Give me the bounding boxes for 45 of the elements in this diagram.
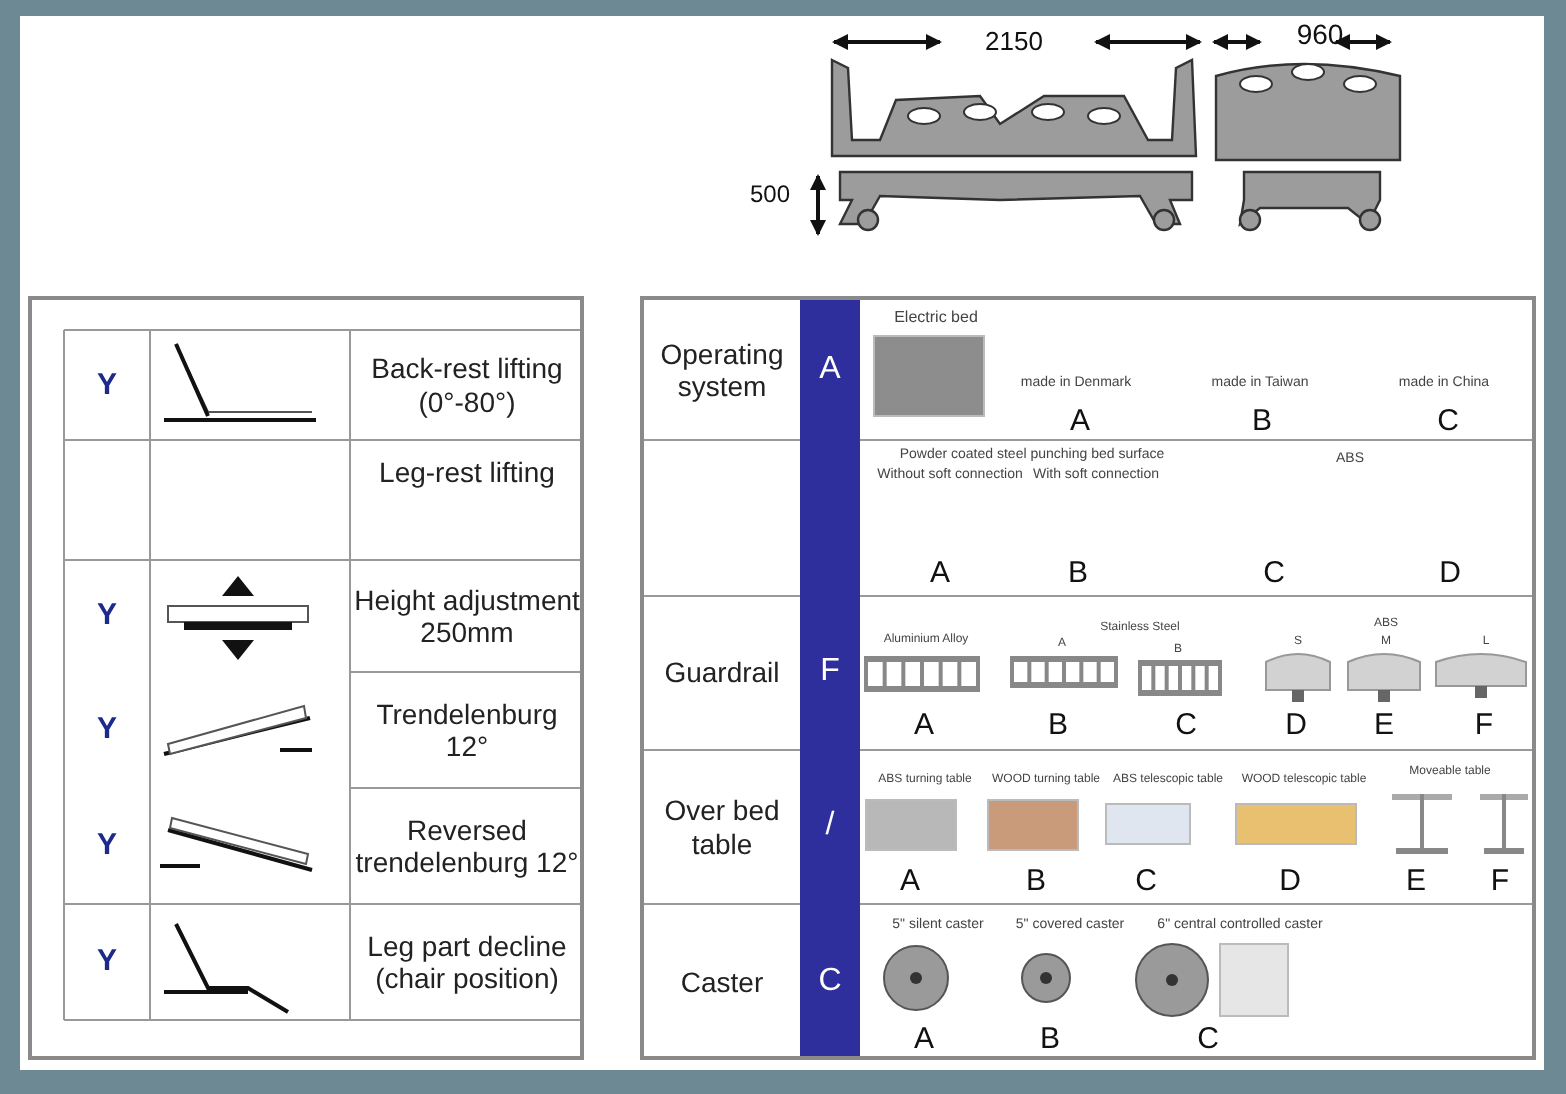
dimension-value: 960 (1296, 17, 1344, 51)
option-letter: C (1135, 864, 1157, 900)
option-letter: B (1067, 556, 1088, 592)
availability-mark: Y (96, 598, 117, 634)
feature-label: Leg-rest lifting (379, 455, 555, 489)
availability-mark: Y (96, 828, 117, 864)
option-letter: A (913, 708, 934, 744)
feature-label: Trendelenburg 12° (374, 697, 560, 763)
option-letter: F (1474, 708, 1494, 744)
option-letter: B (1251, 404, 1272, 440)
option-code: F (820, 653, 840, 691)
option-letter: F (1490, 864, 1510, 900)
product-caption: Electric bed (894, 307, 978, 327)
dimension-value: 2150 (985, 27, 1043, 57)
option-code: / (825, 808, 835, 846)
row-heading: Over bed table (662, 794, 782, 860)
row-heading: Caster (680, 965, 764, 999)
option-code: A (819, 351, 841, 389)
option-letter: D (1279, 864, 1301, 900)
option-letter: A (929, 556, 950, 592)
feature-label: Reversed trendelenburg 12° (353, 813, 581, 879)
option-letter: C (1197, 1022, 1219, 1058)
feature-label: Height adjustment 250mm (352, 583, 582, 649)
dimension-value: 500 (749, 182, 791, 210)
option-letter: A (913, 1022, 934, 1058)
availability-mark: Y (96, 367, 117, 403)
option-letter: B (1025, 864, 1046, 900)
row-heading: Guardrail (664, 655, 780, 689)
option-letter: A (1069, 404, 1090, 440)
option-letter: C (1263, 556, 1285, 592)
option-letter: B (1047, 708, 1068, 744)
option-letter: A (899, 864, 920, 900)
option-letter: D (1285, 708, 1307, 744)
availability-mark: Y (96, 944, 117, 980)
option-letter: E (1405, 864, 1426, 900)
option-letter: E (1373, 708, 1394, 744)
feature-label: Leg part decline (chair position) (365, 929, 569, 995)
row-heading: Operating system (658, 337, 786, 403)
option-letter: B (1039, 1022, 1060, 1058)
feature-label: Back-rest lifting (0°-80°) (369, 352, 565, 418)
option-letter: C (1175, 708, 1197, 744)
option-letter: D (1439, 556, 1461, 592)
option-code: C (818, 963, 842, 1001)
availability-mark: Y (96, 712, 117, 748)
option-letter: C (1437, 404, 1459, 440)
